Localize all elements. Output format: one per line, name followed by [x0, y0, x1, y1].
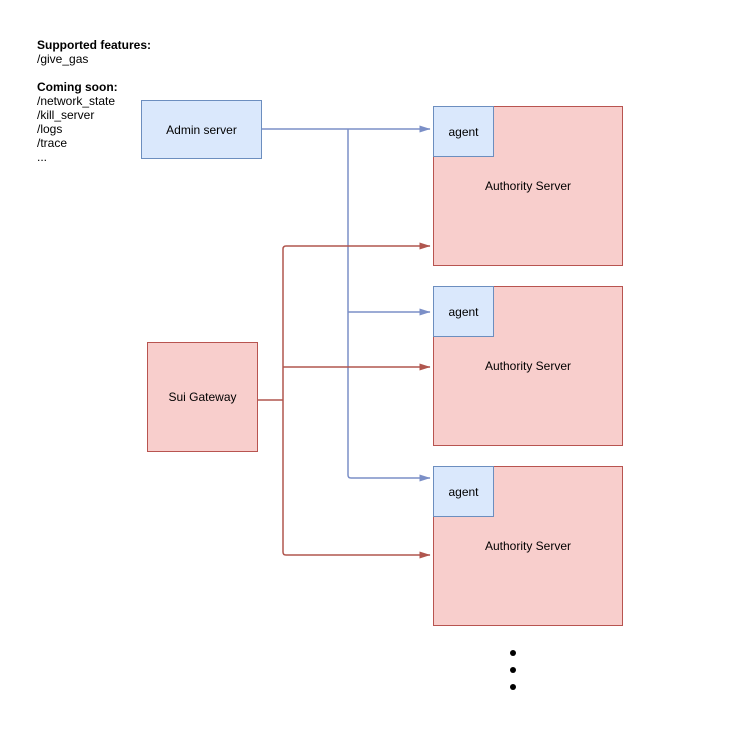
continuation-dot [510, 667, 516, 673]
agent-label: agent [448, 304, 479, 319]
coming-soon-item: ... [37, 150, 48, 164]
node-sui-gateway: Sui Gateway [147, 342, 258, 452]
continuation-dots [510, 650, 516, 690]
authority-server-label: Authority Server [484, 359, 572, 373]
continuation-dot [510, 684, 516, 690]
node-authority-server-3: Authority Server [433, 466, 623, 626]
admin-server-label: Admin server [166, 122, 237, 137]
coming-soon-item: /kill_server [37, 108, 95, 122]
agent-label: agent [448, 484, 479, 499]
coming-soon-item: /network_state [37, 94, 116, 108]
node-agent-2: agent [433, 286, 494, 337]
coming-soon-title: Coming soon: [37, 80, 118, 94]
connector-gateway-authority3 [282, 400, 431, 559]
connector-gateway-authority1 [282, 242, 431, 400]
authority-server-label: Authority Server [484, 179, 572, 193]
continuation-dot [510, 650, 516, 656]
authority-server-label: Authority Server [484, 539, 572, 553]
sui-gateway-label: Sui Gateway [168, 390, 237, 404]
node-agent-1: agent [433, 106, 494, 157]
agent-label: agent [448, 124, 479, 139]
coming-soon-item: /logs [37, 122, 63, 136]
node-authority-server-1: Authority Server [433, 106, 623, 266]
connector-admin-agent3 [347, 129, 431, 482]
supported-features-title: Supported features: [37, 38, 152, 52]
coming-soon-item: /trace [37, 136, 68, 150]
supported-feature-item: /give_gas [37, 52, 89, 66]
node-admin-server: Admin server [141, 100, 262, 159]
node-agent-3: agent [433, 466, 494, 517]
feature-notes: Supported features: /give_gas Coming soo… [37, 38, 151, 164]
